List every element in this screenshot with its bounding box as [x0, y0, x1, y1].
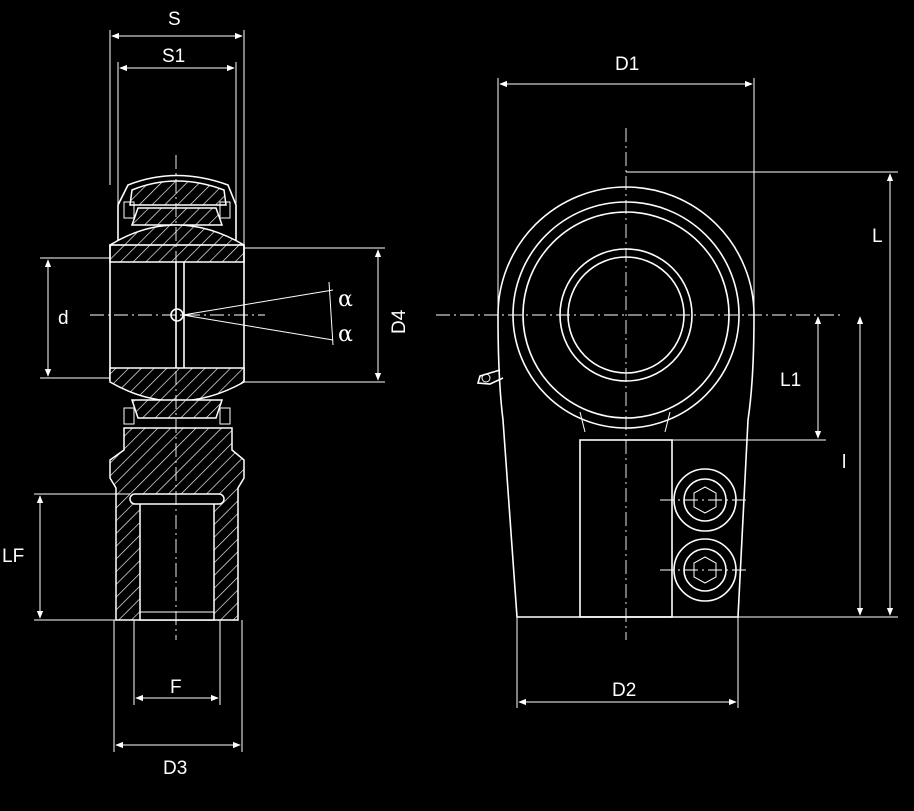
label-d: d [58, 308, 69, 329]
label-D3: D3 [163, 758, 187, 779]
dimensions-right: D1 L L1 l D2 [497, 54, 898, 708]
section-view [90, 155, 334, 640]
label-L1: L1 [780, 370, 801, 391]
label-D1: D1 [615, 54, 639, 75]
label-D4: D4 [389, 309, 410, 334]
dimensions-left: S S1 d α α D4 LF F D3 [2, 9, 410, 779]
label-l: l [842, 452, 846, 473]
label-alpha-top: α [338, 287, 353, 312]
label-alpha-bottom: α [338, 322, 353, 347]
front-view [436, 128, 840, 640]
label-S1: S1 [162, 46, 185, 67]
label-LF: LF [2, 546, 24, 567]
label-F: F [170, 677, 182, 698]
label-S: S [168, 9, 181, 30]
label-D2: D2 [612, 680, 636, 701]
label-L: L [872, 226, 883, 247]
